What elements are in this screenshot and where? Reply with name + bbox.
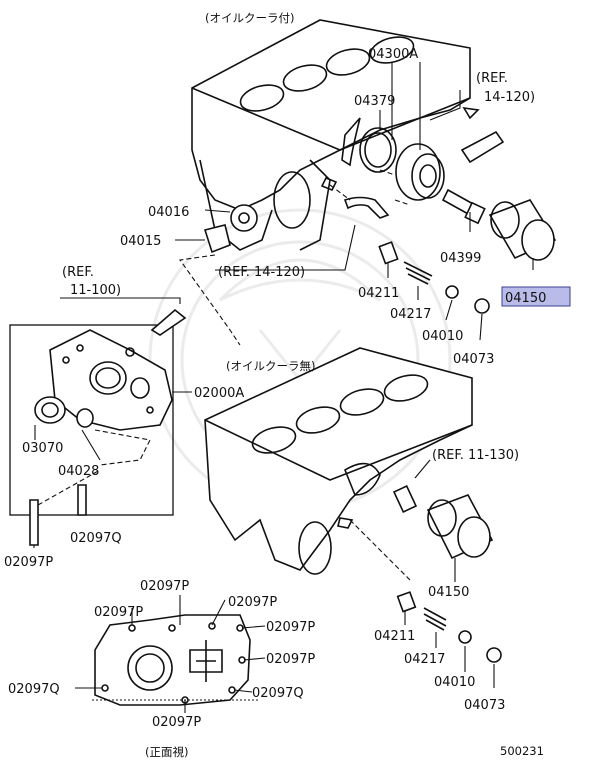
label-04150-bottom[interactable]: 04150 xyxy=(428,585,469,600)
ref-14-120-inline: (REF. 14-120) xyxy=(218,265,305,280)
label-04073-top[interactable]: 04073 xyxy=(453,352,494,367)
front-label-02097P-4[interactable]: 02097P xyxy=(266,620,315,635)
label-04399[interactable]: 04399 xyxy=(440,251,481,266)
label-04016[interactable]: 04016 xyxy=(148,205,189,220)
front-label-02097P-2[interactable]: 02097P xyxy=(94,605,143,620)
label-04217-bottom[interactable]: 04217 xyxy=(404,652,445,667)
label-04217-top[interactable]: 04217 xyxy=(390,307,431,322)
ref-11-100-line1: (REF. xyxy=(62,265,94,280)
front-label-02097P-1[interactable]: 02097P xyxy=(140,579,189,594)
label-04073-bottom[interactable]: 04073 xyxy=(464,698,505,713)
caption-front-view: (正面視) xyxy=(145,745,188,759)
oil-pump-assembly xyxy=(9,324,192,516)
front-label-02097P-6[interactable]: 02097P xyxy=(152,715,201,730)
label-04010-top[interactable]: 04010 xyxy=(422,329,463,344)
label-02097P[interactable]: 02097P xyxy=(4,555,53,570)
ref-hose-arrow-icon xyxy=(462,106,480,120)
diagram-id: 500231 xyxy=(500,744,544,758)
label-04300A[interactable]: 04300A xyxy=(368,47,418,62)
ref-bolt-part xyxy=(150,308,187,336)
label-04379[interactable]: 04379 xyxy=(354,94,395,109)
label-04211-bottom[interactable]: 04211 xyxy=(374,629,415,644)
label-04150-highlighted[interactable]: 04150 xyxy=(505,291,546,306)
label-02097Q[interactable]: 02097Q xyxy=(70,531,122,546)
front-label-02097P-3[interactable]: 02097P xyxy=(228,595,277,610)
engine-block-bottom xyxy=(204,347,502,663)
label-03070[interactable]: 03070 xyxy=(22,441,63,456)
front-label-02097Q-2[interactable]: 02097Q xyxy=(252,686,304,701)
ref-11-130: (REF. 11-130) xyxy=(432,448,519,463)
engine-block-top xyxy=(191,19,557,314)
label-04028[interactable]: 04028 xyxy=(58,464,99,479)
caption-without-cooler: (オイルクーラ無) xyxy=(226,359,315,373)
label-02000A[interactable]: 02000A xyxy=(194,386,244,401)
label-04010-bottom[interactable]: 04010 xyxy=(434,675,475,690)
front-view-cover xyxy=(75,595,266,713)
front-label-02097Q-1[interactable]: 02097Q xyxy=(8,682,60,697)
ref-14-120-line2: 14-120) xyxy=(484,90,535,105)
lower-left-bolts xyxy=(29,469,101,548)
top-leader-lines xyxy=(60,62,534,346)
highlight-04150 xyxy=(501,286,571,307)
label-04015[interactable]: 04015 xyxy=(120,234,161,249)
ref-11-100-line2: 11-100) xyxy=(70,283,121,298)
caption-with-cooler: (オイルクーラ付) xyxy=(205,11,294,25)
bottom-leader-lines xyxy=(349,459,495,688)
label-04211-top[interactable]: 04211 xyxy=(358,286,399,301)
ref-14-120-line1: (REF. xyxy=(476,71,508,86)
front-label-02097P-5[interactable]: 02097P xyxy=(266,652,315,667)
